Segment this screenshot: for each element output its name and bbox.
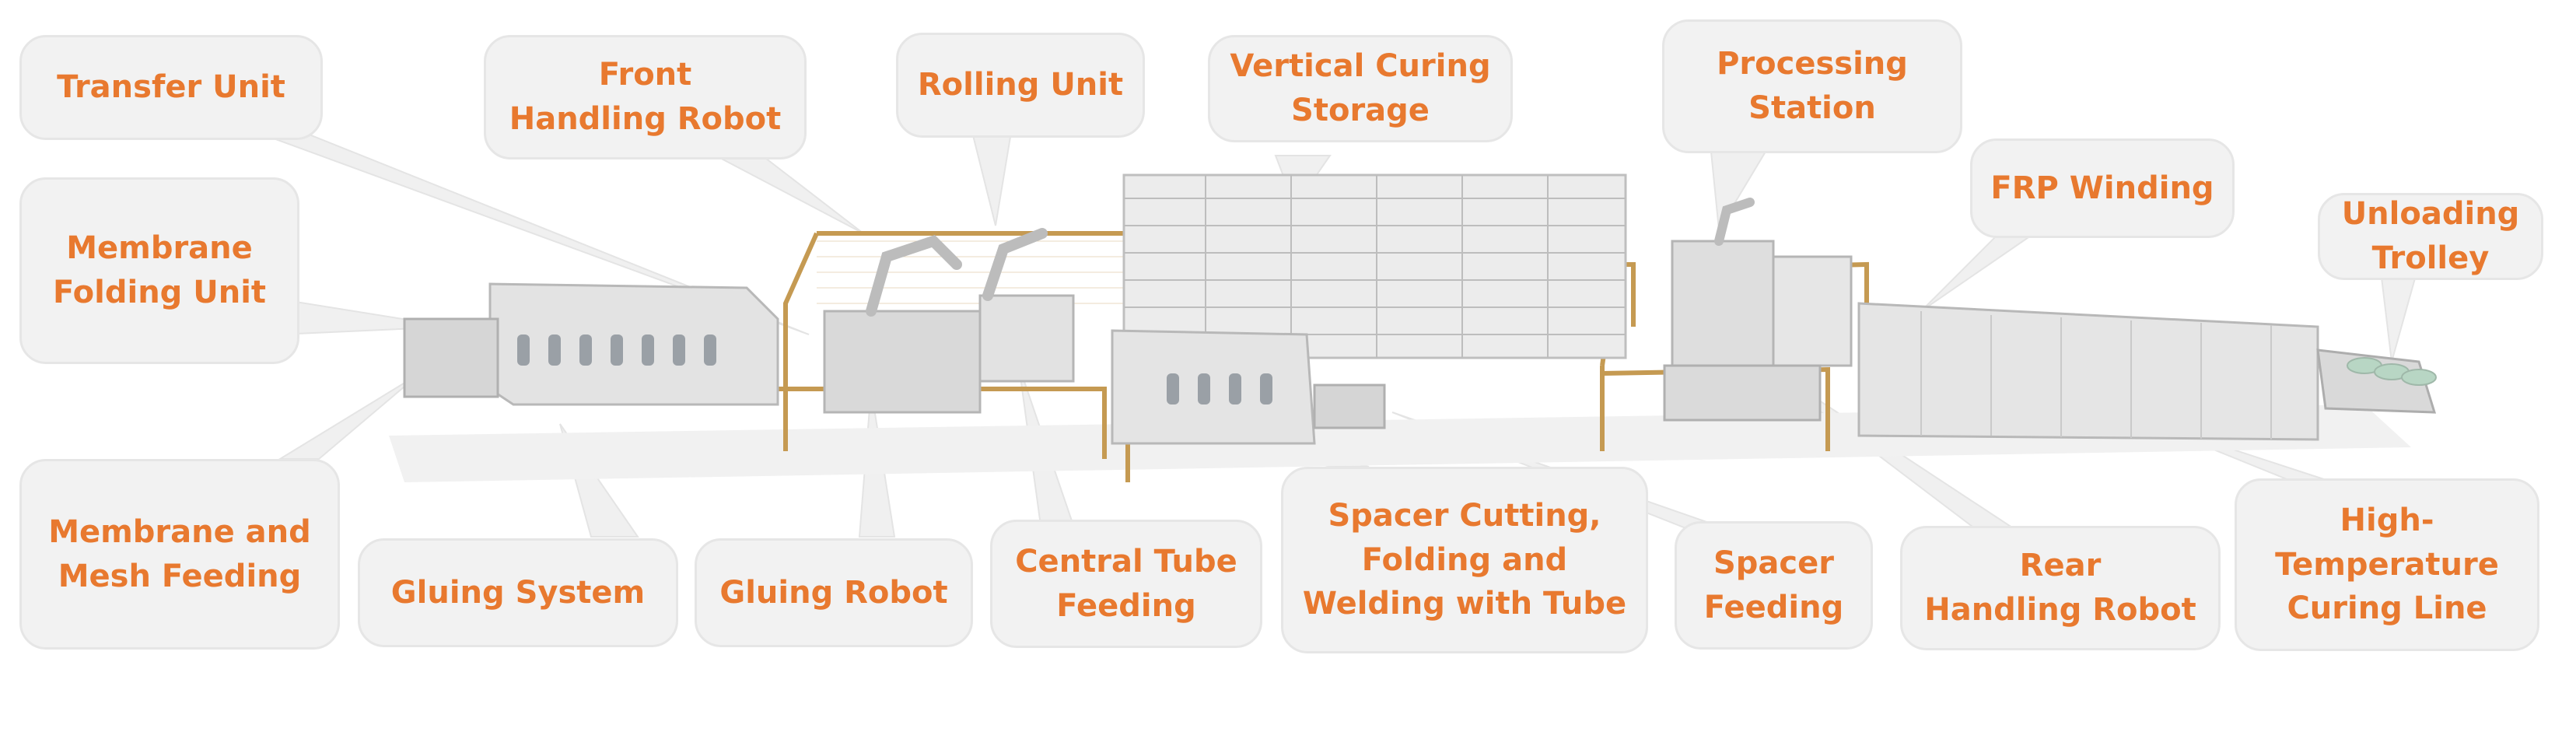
vertical-curing-storage-rack: [1122, 173, 1627, 359]
processing-station: [1663, 198, 1853, 422]
callout-membrane-folding-unit: Membrane Folding Unit: [19, 177, 299, 364]
callout-gluing-robot: Gluing Robot: [695, 538, 973, 647]
callout-frp-winding: FRP Winding: [1970, 138, 2235, 238]
callout-spacer-cutting-folding-welding: Spacer Cutting, Folding and Welding with…: [1281, 467, 1648, 653]
callout-vertical-curing-storage: Vertical Curing Storage: [1208, 35, 1513, 142]
callout-gluing-system: Gluing System: [358, 538, 678, 647]
callout-high-temperature-curing-line: High- Temperature Curing Line: [2235, 478, 2539, 651]
callout-spacer-feeding: Spacer Feeding: [1675, 521, 1873, 650]
unloading-trolley: [2316, 348, 2437, 414]
callout-transfer-unit: Transfer Unit: [19, 35, 323, 140]
membrane-folding-machine: [403, 282, 779, 406]
front-robot-cell: [823, 228, 1075, 414]
callout-central-tube-feeding: Central Tube Feeding: [990, 520, 1262, 648]
spacer-cutting-machine: [1111, 329, 1386, 445]
callout-membrane-and-mesh-feeding: Membrane and Mesh Feeding: [19, 459, 340, 650]
callout-front-handling-robot: Front Handling Robot: [484, 35, 807, 159]
callout-rolling-unit: Rolling Unit: [896, 33, 1145, 138]
callout-unloading-trolley: Unloading Trolley: [2318, 193, 2543, 280]
callout-processing-station: Processing Station: [1662, 19, 1962, 153]
callout-rear-handling-robot: Rear Handling Robot: [1900, 526, 2221, 650]
curing-line-oven: [1857, 302, 2319, 441]
